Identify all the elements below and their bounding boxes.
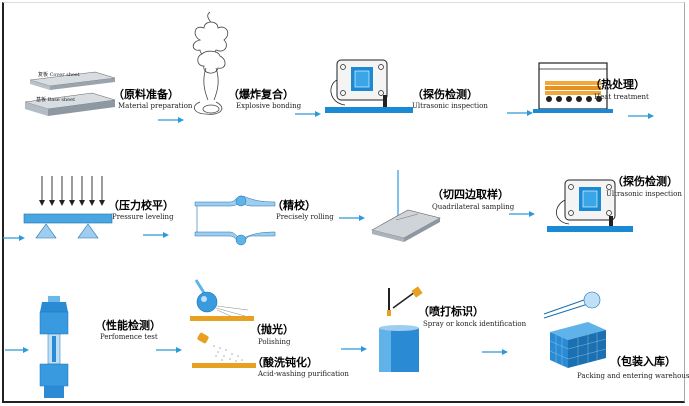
acid-spray-illustration xyxy=(192,332,256,368)
marking-illustration xyxy=(379,286,423,372)
step-label-en: Precisely rolling xyxy=(276,213,334,221)
step-label-zh: （抛光） xyxy=(250,323,294,336)
step-label-zh: （探伤检测） xyxy=(412,88,478,101)
step-label-en: Spray or konck identification xyxy=(423,320,527,328)
explosion-cloud-illustration xyxy=(192,11,229,115)
flow-arrow xyxy=(628,113,654,119)
flow-arrow xyxy=(339,215,365,221)
step-label-en: Material preparation xyxy=(118,102,193,110)
step-label-zh: （探伤检测） xyxy=(612,175,678,188)
ultrasonic-device-illustration xyxy=(547,179,633,232)
step-label-en: Quadrilateral sampling xyxy=(432,203,515,211)
step-label-zh: （喷打标识） xyxy=(418,305,484,318)
flow-arrow xyxy=(143,232,169,238)
step-label-zh: （性能检测） xyxy=(95,319,161,332)
step-label-zh: （酸洗钝化） xyxy=(252,356,318,369)
polishing-illustration xyxy=(190,279,254,321)
test-specimen-illustration xyxy=(39,296,69,398)
furnace-illustration xyxy=(533,62,613,113)
cutting-illustration xyxy=(371,170,441,242)
step-label-zh: （爆炸复合） xyxy=(228,88,294,101)
press-illustration xyxy=(23,176,113,239)
cover-sheet-label: 复板 Cover sheet xyxy=(38,72,80,78)
step-label-en: Ultrasonic inspection xyxy=(606,190,682,198)
flow-arrow xyxy=(5,347,29,353)
step-label-en: Polishing xyxy=(258,338,291,346)
packing-illustration xyxy=(543,291,607,368)
step-label-zh: （原料准备） xyxy=(113,88,179,101)
step-label-en: Perfomence test xyxy=(100,333,158,341)
step-label-zh: （热处理） xyxy=(590,78,645,91)
flow-arrow xyxy=(341,346,367,352)
flow-arrow xyxy=(482,349,508,355)
step-label-en: Packing and entering warehouse xyxy=(577,372,689,380)
base-sheet-label: 基板 Base sheet xyxy=(36,97,76,103)
step-label-en: Ultrasonic inspection xyxy=(412,102,488,110)
flow-arrow xyxy=(3,235,25,241)
rolling-illustration xyxy=(194,195,276,246)
step-label-zh: （精校） xyxy=(272,199,316,212)
flow-arrow xyxy=(156,347,182,353)
flow-arrow xyxy=(295,111,321,117)
step-label-en: Pressure leveling xyxy=(112,213,174,221)
step-label-zh: （切四边取样） xyxy=(432,188,509,201)
diagram-frame xyxy=(2,2,685,403)
step-label-zh: （包装入库） xyxy=(610,355,676,368)
steel-plates-illustration xyxy=(24,71,116,116)
step-label-zh: （压力校平） xyxy=(108,199,174,212)
flow-arrow xyxy=(158,117,184,123)
ultrasonic-device-illustration xyxy=(325,59,413,113)
step-label-en: Heat treatment xyxy=(594,93,649,101)
step-label-en: Acid-washing purification xyxy=(258,370,349,378)
step-label-en: Explosive bonding xyxy=(236,102,302,110)
flow-arrow xyxy=(507,110,533,116)
flow-arrow xyxy=(509,211,535,217)
